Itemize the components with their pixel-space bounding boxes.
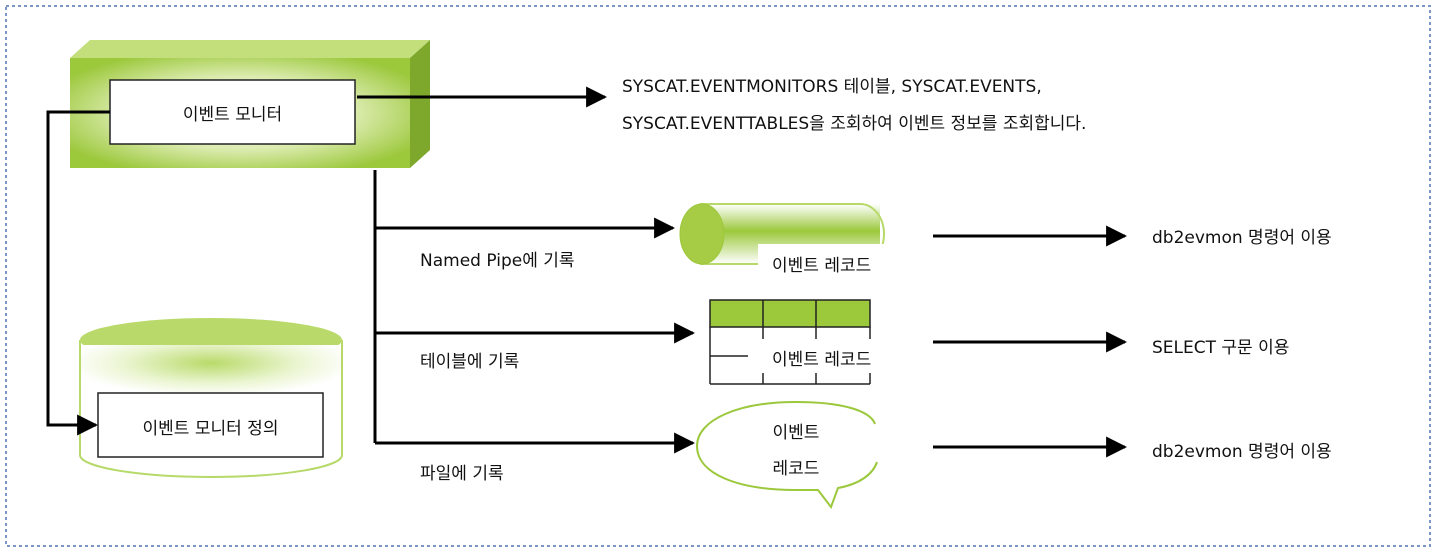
definition-cylinder bbox=[79, 318, 343, 478]
file-target-label: 파일에 기록 bbox=[420, 464, 504, 484]
file-record-label-line2: 레코드 bbox=[772, 459, 820, 479]
table-action-label: SELECT 구문 이용 bbox=[1152, 338, 1290, 358]
file-speech-bubble bbox=[695, 400, 878, 510]
named-pipe-shape bbox=[679, 203, 916, 278]
event-monitor-block bbox=[70, 40, 430, 168]
file-record-label-line1: 이벤트 bbox=[772, 423, 820, 443]
catalog-note-line2: SYSCAT.EVENTTABLES을 조회하여 이벤트 정보를 조회합니다. bbox=[622, 114, 1087, 134]
diagram-frame bbox=[5, 5, 1431, 547]
table-target-label: 테이블에 기록 bbox=[420, 352, 520, 372]
file-action-label: db2evmon 명령어 이용 bbox=[1152, 442, 1332, 462]
connector-lines bbox=[46, 86, 1128, 458]
named-pipe-record-label: 이벤트 레코드 bbox=[772, 256, 872, 276]
named-pipe-action-label: db2evmon 명령어 이용 bbox=[1152, 228, 1332, 248]
definition-label: 이벤트 모니터 정의 bbox=[142, 419, 279, 439]
catalog-note-line1: SYSCAT.EVENTMONITORS 테이블, SYSCAT.EVENTS, bbox=[622, 77, 1042, 97]
table-shape bbox=[709, 299, 897, 385]
table-record-label: 이벤트 레코드 bbox=[772, 350, 872, 370]
event-monitor-label: 이벤트 모니터 bbox=[182, 105, 283, 125]
named-pipe-target-label: Named Pipe에 기록 bbox=[420, 251, 575, 271]
